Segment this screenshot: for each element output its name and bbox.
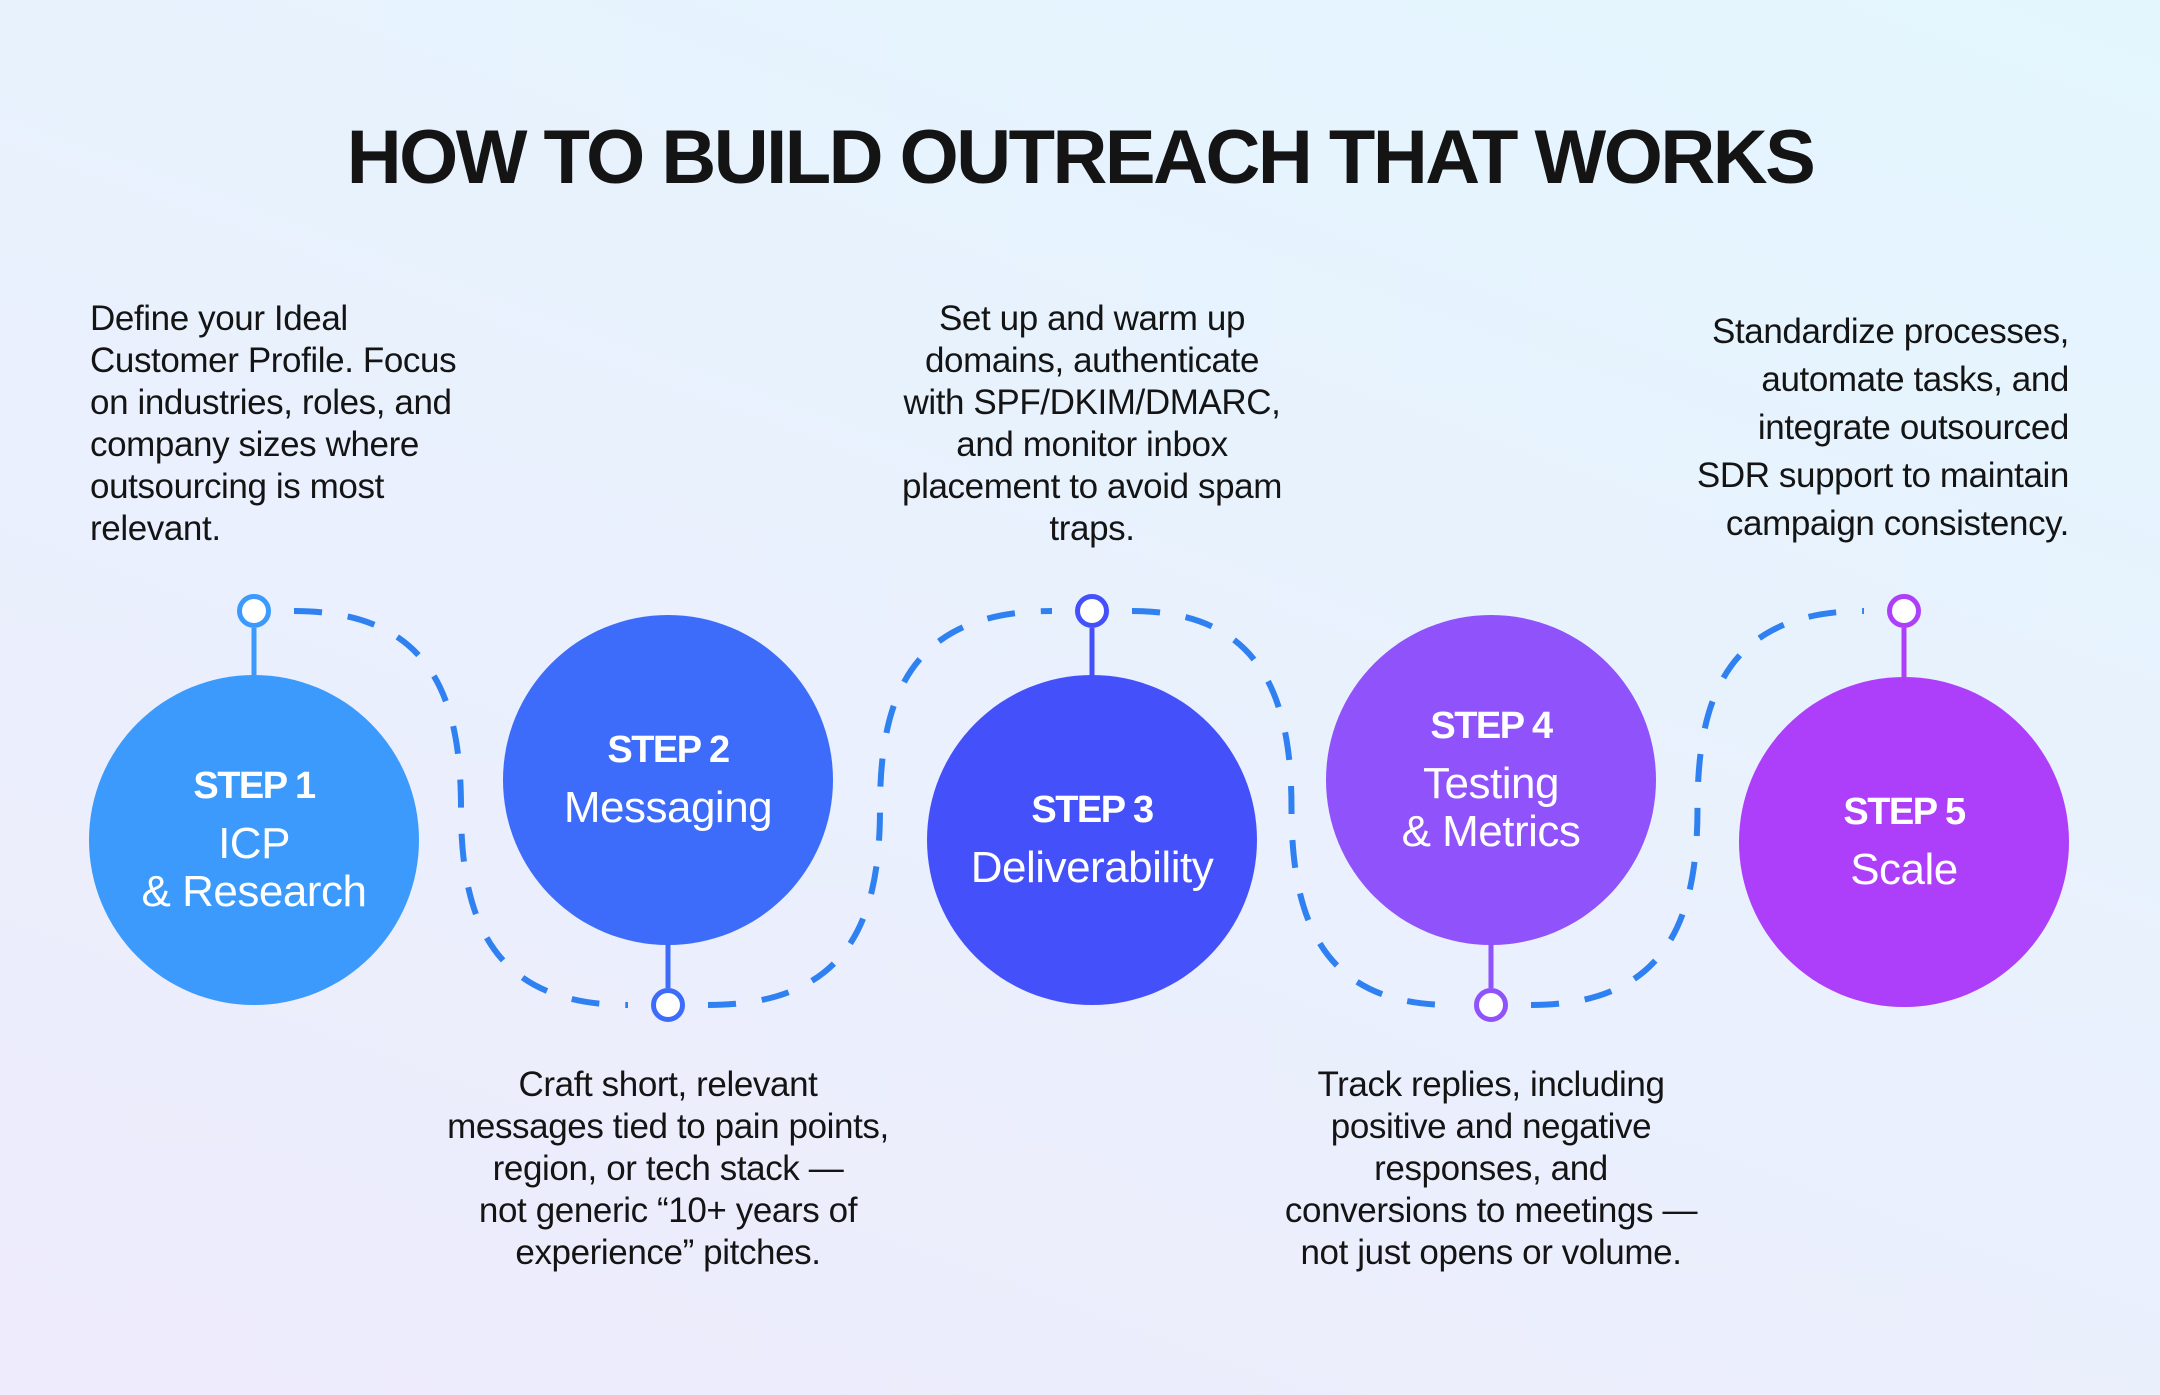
step-2-node: STEP 2 Messaging xyxy=(503,615,833,1022)
description-line: on industries, roles, and xyxy=(90,383,452,422)
step-5-name-line: Scale xyxy=(1850,845,1958,894)
description-line: positive and negative xyxy=(1330,1107,1652,1146)
description-line: Customer Profile. Focus xyxy=(90,341,457,380)
step-1-name-line: & Research xyxy=(142,867,367,916)
description-line: not generic “10+ years of xyxy=(478,1191,858,1230)
page-title: HOW TO BUILD OUTREACH THAT WORKS xyxy=(346,115,1816,200)
connector-3-4 xyxy=(1131,608,1452,1008)
description-line: company sizes where xyxy=(90,425,419,464)
step-1-node: STEP 1 ICP& Research xyxy=(89,594,419,1005)
step-4-circle xyxy=(1326,615,1656,945)
step-4-node: STEP 4 Testing& Metrics xyxy=(1326,615,1656,1022)
description-line: Standardize processes, xyxy=(1712,312,2069,351)
step-3-name-line: Deliverability xyxy=(971,843,1214,892)
step-3-node: STEP 3 Deliverability xyxy=(927,594,1257,1005)
step-5-label: STEP 5 xyxy=(1843,791,1966,833)
step-3-label: STEP 3 xyxy=(1031,789,1153,831)
step-4-label: STEP 4 xyxy=(1430,705,1553,747)
step-circles: STEP 1 ICP& Research STEP 2 Messaging STEP 3… xyxy=(89,594,2069,1022)
connector-4-5 xyxy=(1530,608,1865,1008)
description-line: placement to avoid spam xyxy=(902,467,1282,506)
description-line: responses, and xyxy=(1374,1149,1608,1188)
description-line: relevant. xyxy=(90,509,221,548)
step-5-pin-icon xyxy=(1887,594,1921,628)
description-line: and monitor inbox xyxy=(956,425,1228,464)
dashed-connectors xyxy=(293,608,1865,1008)
description-line: Define your Ideal xyxy=(90,299,348,338)
step-2-pin-icon xyxy=(651,988,685,1022)
step-4-pin-icon xyxy=(1474,988,1508,1022)
step-1-label: STEP 1 xyxy=(193,765,316,807)
description-line: messages tied to pain points, xyxy=(447,1107,889,1146)
description-line: campaign consistency. xyxy=(1725,504,2069,543)
description-line: automate tasks, and xyxy=(1761,360,2069,399)
step-2-name-line: Messaging xyxy=(564,783,772,832)
step-5-description: Standardize processes, automate tasks, an… xyxy=(1697,308,2069,548)
description-line: outsourcing is most xyxy=(90,467,384,506)
step-3-circle xyxy=(927,675,1257,1005)
step-2-circle xyxy=(503,615,833,945)
description-line: domains, authenticate xyxy=(924,341,1260,380)
description-line: with SPF/DKIM/DMARC, xyxy=(903,383,1281,422)
description-line: integrate outsourced xyxy=(1757,408,2070,447)
description-line: traps. xyxy=(1049,509,1135,548)
description-line: experience” pitches. xyxy=(515,1233,821,1272)
step-1-pin-icon xyxy=(237,594,271,628)
description-line: SDR support to maintain xyxy=(1696,456,2069,495)
description-line: Track replies, including xyxy=(1317,1065,1665,1104)
connector-1-2 xyxy=(293,608,629,1008)
step-4-name-line: & Metrics xyxy=(1402,807,1581,856)
step-3-pin-icon xyxy=(1075,594,1109,628)
description-line: Craft short, relevant xyxy=(518,1065,818,1104)
step-4-name-line: Testing xyxy=(1423,759,1559,808)
step-1-circle xyxy=(89,675,419,1005)
connector-2-3 xyxy=(707,608,1053,1008)
description-line: conversions to meetings — xyxy=(1284,1191,1698,1230)
description-line: Set up and warm up xyxy=(938,299,1246,338)
step-2-label: STEP 2 xyxy=(607,729,729,771)
description-line: not just opens or volume. xyxy=(1300,1233,1682,1272)
step-5-circle xyxy=(1739,677,2069,1007)
step-1-name-line: ICP xyxy=(218,819,290,868)
description-line: region, or tech stack — xyxy=(492,1149,844,1188)
step-5-node: STEP 5 Scale xyxy=(1739,594,2069,1007)
